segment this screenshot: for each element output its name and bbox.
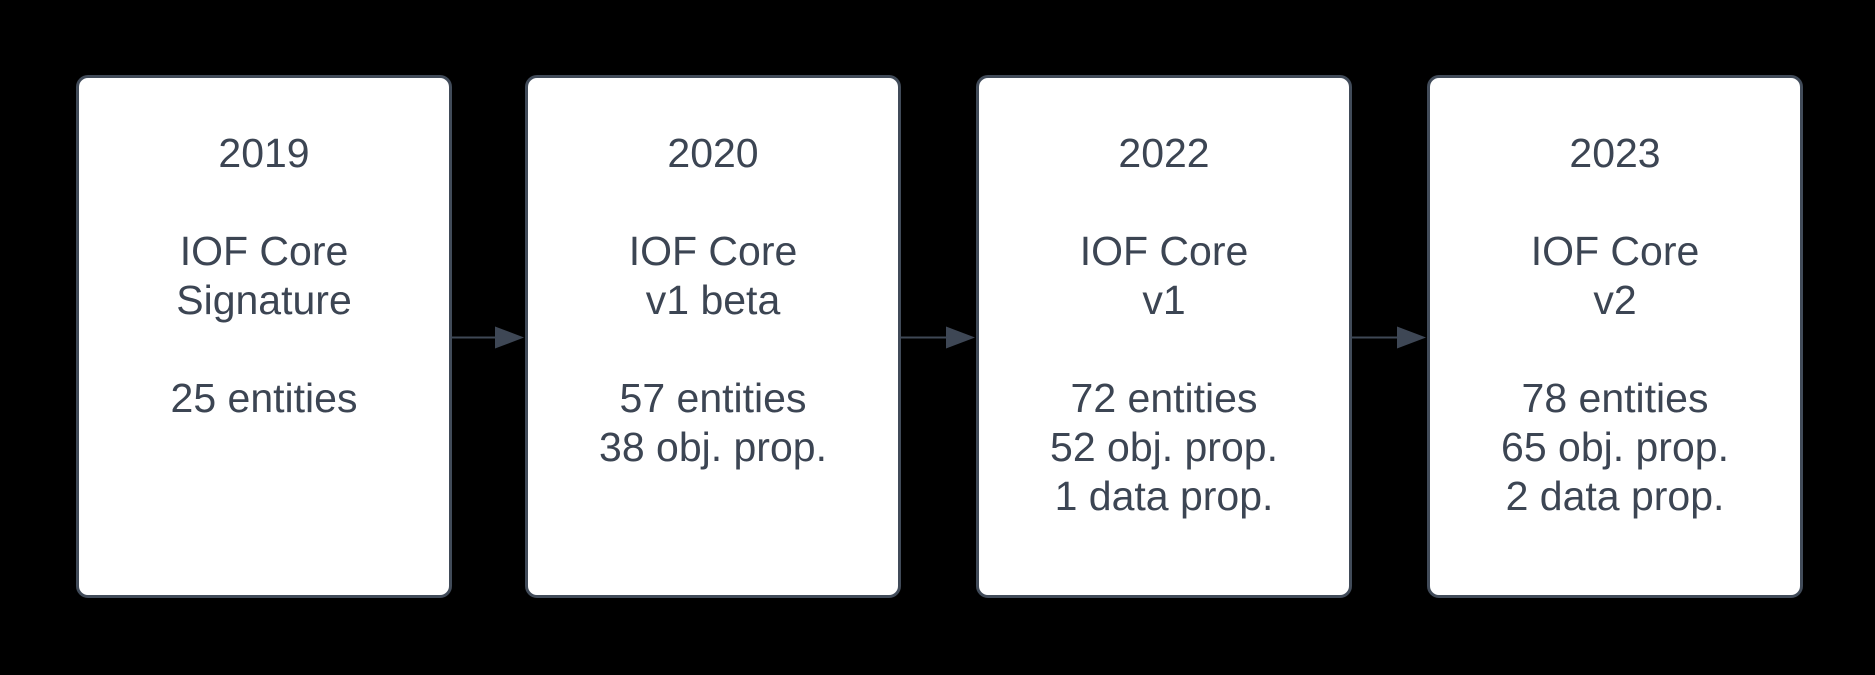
box-stat-obj-prop: 65 obj. prop. bbox=[1501, 424, 1729, 470]
spacer-line bbox=[79, 178, 449, 227]
box-stat-data-prop bbox=[79, 472, 449, 521]
spacer-line bbox=[79, 325, 449, 374]
version-box-2: 2020 IOF Core v1 beta 57 entities 38 obj… bbox=[525, 75, 901, 598]
box-stat-data-prop: 2 data prop. bbox=[1505, 473, 1725, 519]
box-stat-obj-prop: 38 obj. prop. bbox=[599, 424, 827, 470]
arrow-right-icon bbox=[452, 324, 525, 351]
box-name-line2: v1 beta bbox=[645, 277, 781, 323]
spacer-line bbox=[1430, 178, 1800, 227]
spacer-line bbox=[979, 178, 1349, 227]
box-name-line2: Signature bbox=[176, 277, 352, 323]
spacer-line bbox=[1430, 325, 1800, 374]
box-name-line1: IOF Core bbox=[628, 228, 798, 274]
box-year: 2023 bbox=[1569, 130, 1661, 176]
arrow-right-icon bbox=[901, 324, 976, 351]
arrow-right-icon bbox=[1352, 324, 1427, 351]
box-stat-entities: 78 entities bbox=[1521, 375, 1709, 421]
box-stat-entities: 25 entities bbox=[170, 375, 358, 421]
box-year: 2019 bbox=[218, 130, 310, 176]
version-box-4: 2023 IOF Core v2 78 entities 65 obj. pro… bbox=[1427, 75, 1803, 598]
spacer-line bbox=[979, 325, 1349, 374]
version-box-3: 2022 IOF Core v1 72 entities 52 obj. pro… bbox=[976, 75, 1352, 598]
box-name-line1: IOF Core bbox=[1530, 228, 1700, 274]
box-stat-data-prop bbox=[528, 472, 898, 521]
spacer-line bbox=[528, 178, 898, 227]
box-stat-entities: 57 entities bbox=[619, 375, 807, 421]
box-name-line2: v1 bbox=[1142, 277, 1186, 323]
box-name-line1: IOF Core bbox=[1079, 228, 1249, 274]
box-year: 2020 bbox=[667, 130, 759, 176]
box-year: 2022 bbox=[1118, 130, 1210, 176]
box-stat-obj-prop bbox=[79, 423, 449, 472]
box-stat-data-prop: 1 data prop. bbox=[1054, 473, 1274, 519]
box-stat-obj-prop: 52 obj. prop. bbox=[1050, 424, 1278, 470]
version-box-1: 2019 IOF Core Signature 25 entities bbox=[76, 75, 452, 598]
box-stat-entities: 72 entities bbox=[1070, 375, 1258, 421]
box-name-line1: IOF Core bbox=[179, 228, 349, 274]
spacer-line bbox=[528, 325, 898, 374]
box-name-line2: v2 bbox=[1593, 277, 1637, 323]
